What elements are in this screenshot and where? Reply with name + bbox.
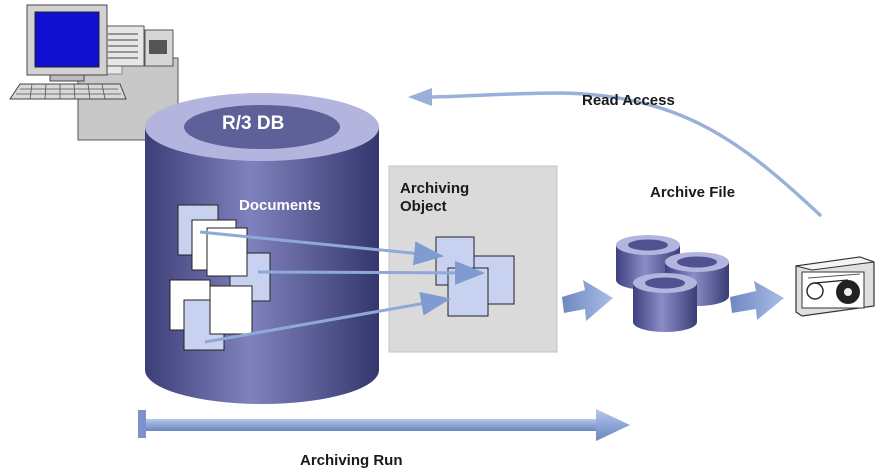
- document-icon: [209, 285, 253, 335]
- archive-file-label: Archive File: [650, 184, 736, 201]
- read-access-arrow: [408, 88, 822, 217]
- archiving-object-label-line1: Archiving: [400, 180, 470, 197]
- computer-icon: [9, 4, 179, 141]
- archiving-run-label: Archiving Run: [300, 452, 403, 469]
- documents-label: Documents: [239, 197, 321, 214]
- documents-stack: [169, 204, 271, 351]
- tape-drive-icon: [795, 256, 875, 317]
- archiving-object-label-line2: Object: [400, 198, 447, 215]
- document-transfer-arrows: [199, 230, 485, 344]
- read-access-label: Read Access: [582, 92, 675, 109]
- storage-arrow: [730, 281, 784, 320]
- document-icon: [447, 267, 489, 317]
- archive-arrow: [562, 280, 613, 321]
- archive-file-icon: [633, 273, 697, 332]
- archiving-run-arrow: [138, 409, 630, 441]
- database-label: R/3 DB: [222, 113, 285, 134]
